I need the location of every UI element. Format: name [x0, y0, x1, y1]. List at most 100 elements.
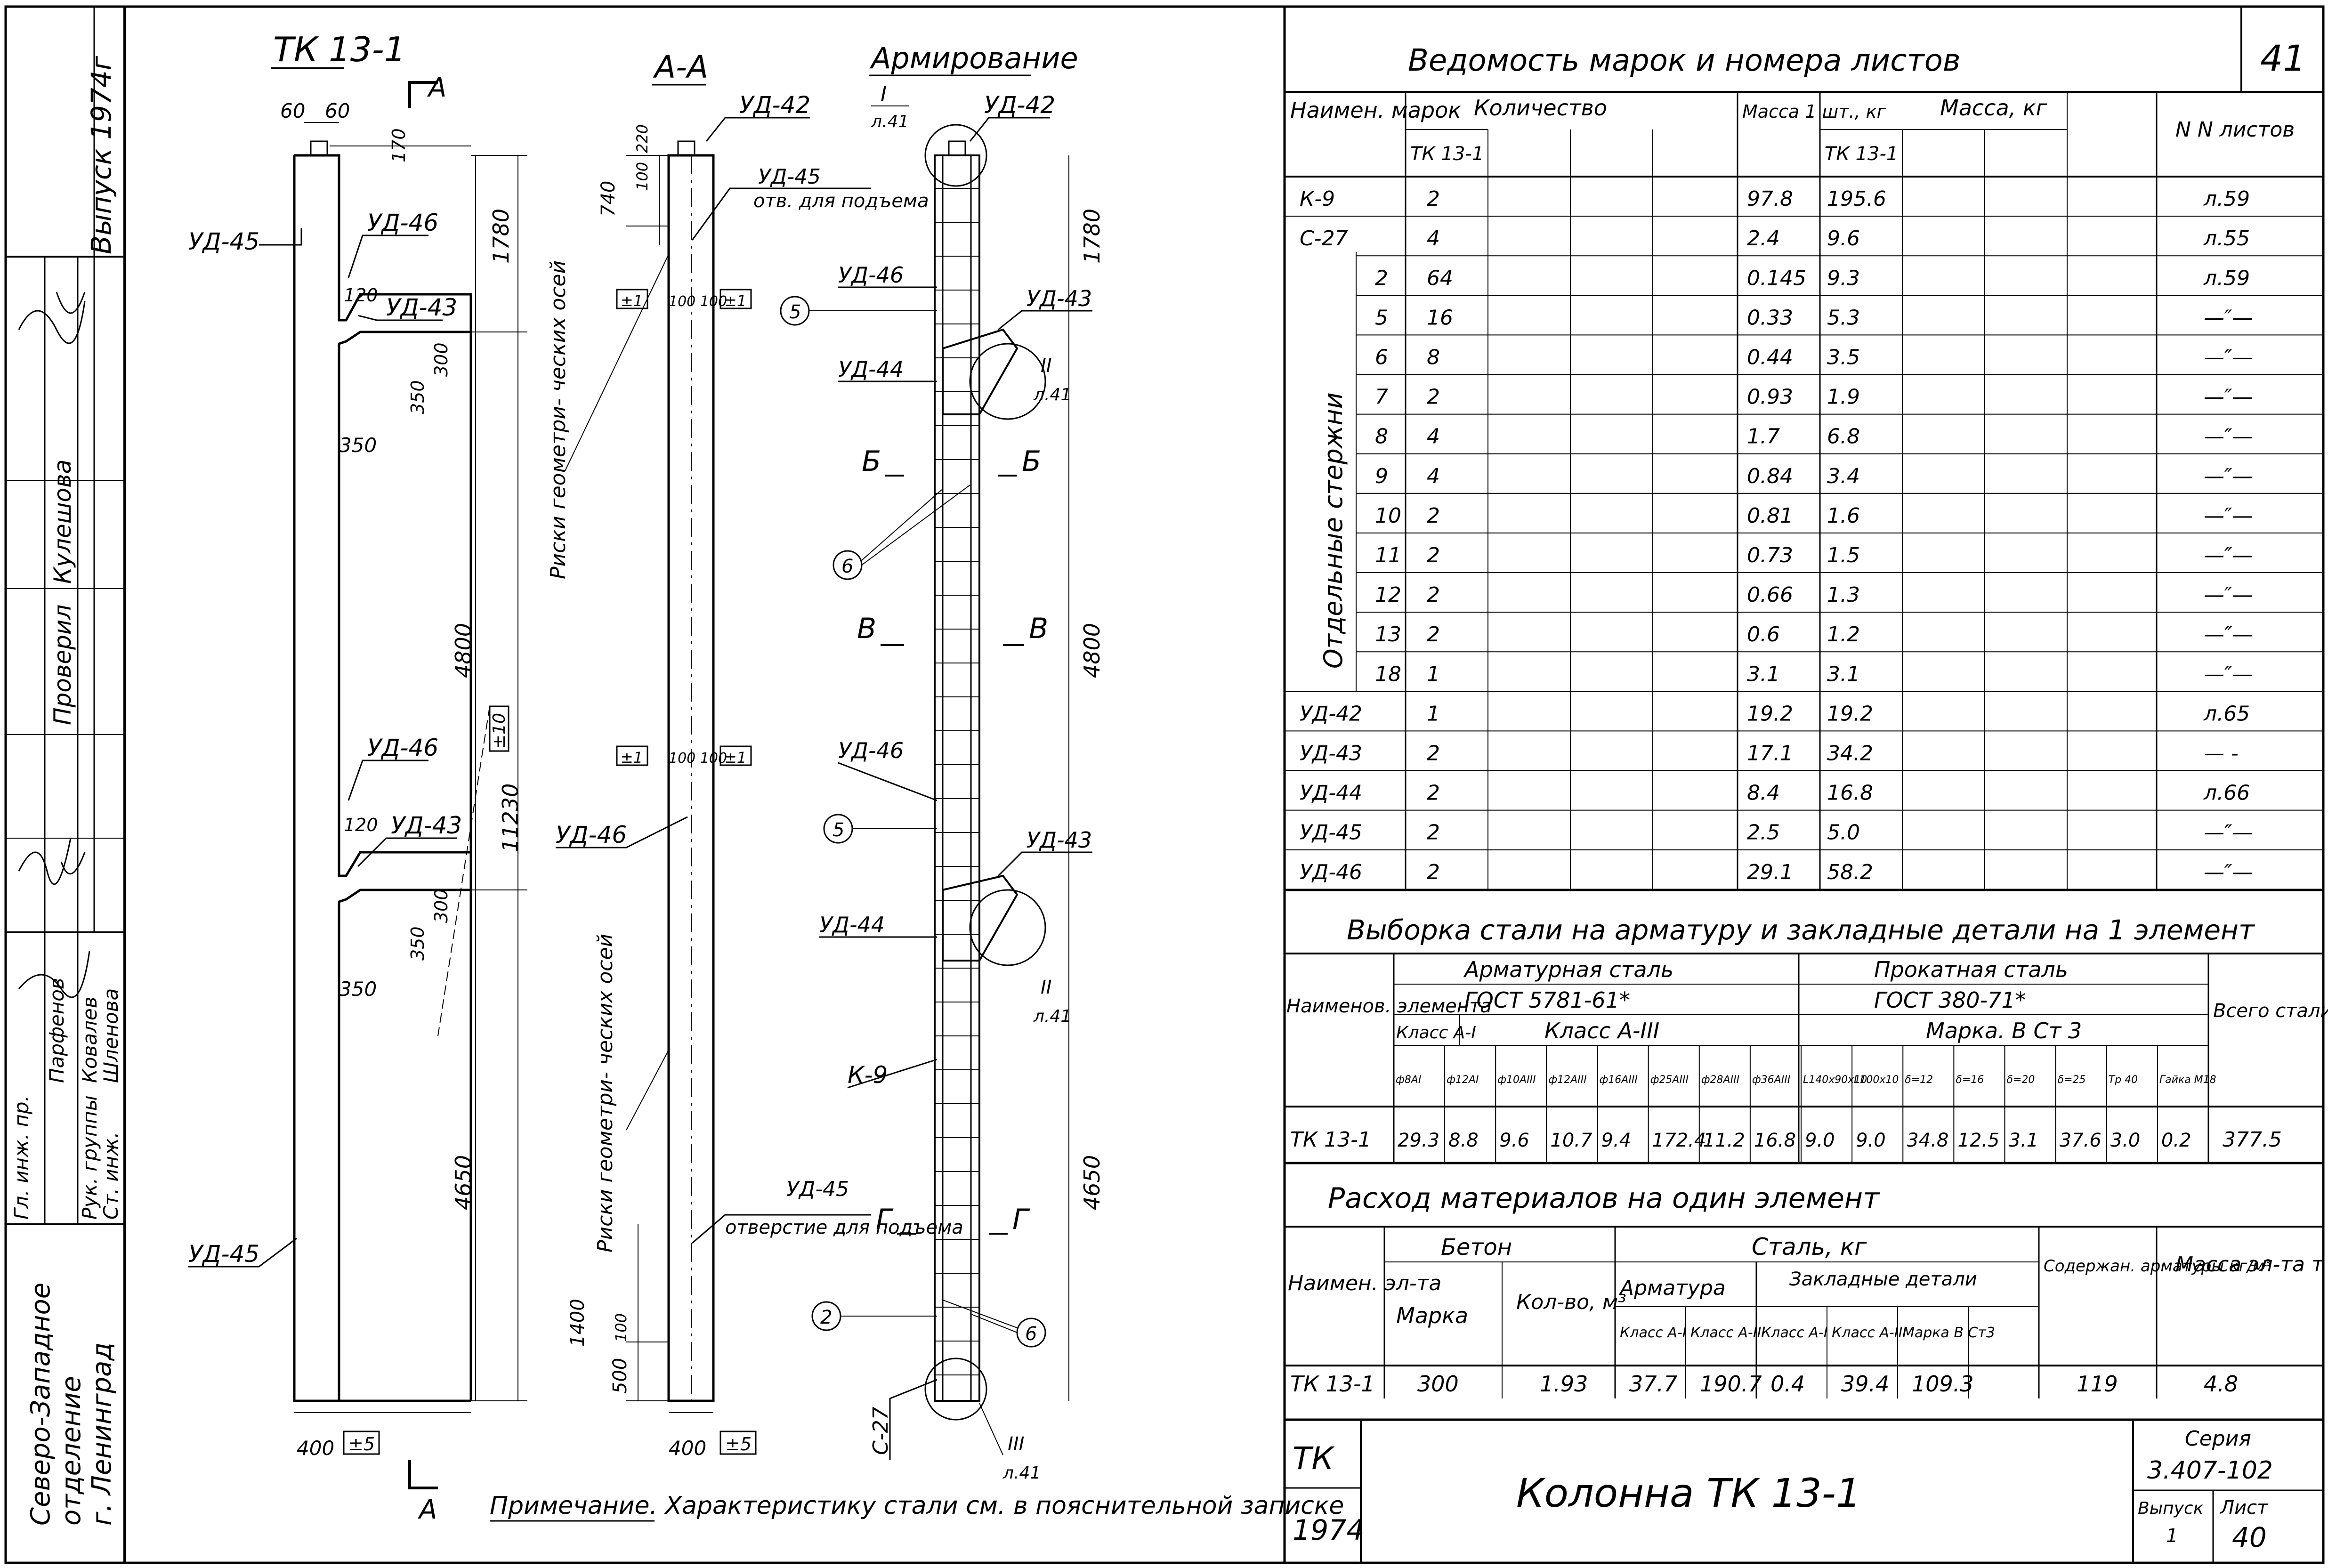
label-ud46-reinf-b: УД-46	[838, 738, 904, 763]
steel-col-value: 9.0	[1856, 1130, 1886, 1151]
row-mass1: 0.84	[1747, 464, 1793, 488]
row-mass: 1.6	[1827, 504, 1860, 528]
dim-400a: 400	[297, 1437, 334, 1460]
mat-vol: Кол-во, м³	[1516, 1290, 1626, 1314]
label-ud43-top: УД-43	[386, 294, 457, 321]
steel-col-value: 12.5	[1957, 1130, 1999, 1151]
section-title: А-А	[653, 49, 708, 85]
role-ruk-gruppy: Рук. группы	[78, 1095, 101, 1220]
name-kovalev: Ковалев	[78, 997, 101, 1083]
steel-col-header: ф25АIII	[1650, 1074, 1689, 1086]
row-mark: 2	[1375, 266, 1388, 290]
org-line1: Северо-Западное	[25, 1283, 56, 1526]
row-sheet: —″—	[2204, 306, 2253, 330]
steel-col-value: 11.2	[1703, 1130, 1745, 1151]
view-column-elevation: ТК 13-1 А А 60 60 170 1780	[188, 30, 527, 1525]
label-risk-bottom: Риски геометри- ческих осей	[593, 934, 617, 1253]
row-mark: 7	[1375, 385, 1388, 409]
dim-1780: 1780	[488, 209, 514, 264]
row-sheet: —″—	[2204, 504, 2253, 528]
dim-120a: 120	[344, 285, 378, 306]
mat-z3: Класс А-III	[1832, 1325, 1907, 1341]
dim-350c: 350	[407, 926, 428, 961]
row-mass: 1.5	[1827, 543, 1860, 567]
steel-col-header: Гайка М18	[2159, 1074, 2216, 1086]
dim-350b: 350	[339, 434, 377, 457]
name-kuleshova: Кулешова	[49, 460, 76, 584]
steel-total: Всего стали, кг	[2213, 1000, 2328, 1022]
row-qty: 2	[1427, 583, 1440, 607]
steel-col-header: ф12АI	[1447, 1074, 1479, 1086]
row-mass1: 0.6	[1747, 622, 1780, 647]
steel-rebar: Арматурная сталь	[1463, 957, 1673, 982]
dim-350a: 350	[407, 380, 428, 414]
callout-2: 2	[820, 1307, 832, 1328]
mat-row-cell: 300	[1417, 1371, 1459, 1397]
section-b-left: Б	[862, 445, 881, 478]
row-mass: 5.3	[1827, 306, 1860, 330]
row-mass: 16.8	[1827, 781, 1873, 805]
row-mass: 58.2	[1827, 860, 1873, 884]
label-ud45-top: УД-45	[188, 228, 259, 255]
issue-year: Выпуск 1974г	[85, 56, 117, 254]
dim-4800: 4800	[451, 623, 476, 678]
callout-6a: 6	[841, 556, 853, 577]
node-3-sheet: л.41	[1002, 1463, 1041, 1483]
row-mass1: 17.1	[1747, 742, 1793, 766]
tb-issue: 1	[2166, 1525, 2178, 1547]
left-stamp: Выпуск 1974г Проверил Кулешова Гл. инж. …	[6, 7, 125, 1526]
row-mark: 11	[1375, 543, 1401, 567]
callout-5b: 5	[833, 819, 844, 841]
tb-series: 3.407-102	[2147, 1456, 2273, 1485]
mat-a3: Класс А-III	[1690, 1325, 1765, 1341]
label-ud45-section: УД-45	[758, 165, 821, 189]
role-st-inzh: Ст. инж.	[99, 1132, 122, 1220]
mat-concrete: Бетон	[1441, 1234, 1512, 1261]
mat-arm: Арматура	[1618, 1276, 1726, 1300]
dim-5: ±5	[348, 1434, 375, 1455]
row-sheet: — -	[2204, 742, 2239, 766]
steel-col-value: 3.0	[2110, 1130, 2141, 1151]
section-mark-bottom: А	[418, 1495, 437, 1525]
tb-sheet-label: Лист	[2219, 1497, 2269, 1519]
steel-row-name: ТК 13-1	[1290, 1128, 1371, 1152]
mat-z1: Класс А-I	[1761, 1325, 1828, 1341]
row-qty: 2	[1427, 187, 1440, 211]
dim-100x100a: 100 100	[669, 293, 727, 310]
table-marks-title: Ведомость марок и номера листов	[1408, 43, 1961, 78]
dim-10: ±10	[490, 713, 509, 749]
steel-gost2: ГОСТ 380-71*	[1874, 987, 2026, 1013]
row-mark: 9	[1375, 464, 1388, 488]
steel-col-header: ф36АIII	[1752, 1074, 1790, 1086]
hdr-sheets: N N листов	[2175, 118, 2295, 142]
row-mark: 10	[1375, 504, 1401, 528]
mat-row-cell: 1.93	[1540, 1371, 1588, 1397]
view-reinforcement: Армирование I л.41 УД-42 1780 УД-46 5	[780, 41, 1105, 1483]
row-mass: 3.4	[1827, 464, 1860, 488]
node-2: II	[1041, 355, 1052, 377]
row-mark: 8	[1375, 425, 1388, 449]
mat-row-cell: 0.4	[1770, 1371, 1805, 1397]
row-sheet: —″—	[2204, 385, 2253, 409]
dim-4800-reinf: 4800	[1079, 623, 1105, 678]
label-ud45-bottom: УД-45	[188, 1240, 259, 1268]
steel-col-header: δ=12	[1905, 1074, 1933, 1086]
node-2b-sheet: л.41	[1033, 1007, 1071, 1026]
drawing-note: Примечание. Характеристику стали см. в п…	[490, 1492, 1344, 1520]
hdr-mass: Масса, кг	[1940, 95, 2048, 121]
row-mass1: 29.1	[1747, 860, 1793, 884]
tb-name: Колонна ТК 13-1	[1516, 1470, 1861, 1516]
row-mass1: 2.5	[1747, 821, 1780, 845]
row-mass1: 0.73	[1747, 543, 1793, 567]
row-sheet: —″—	[2204, 860, 2253, 884]
row-mark: УД-43	[1300, 742, 1362, 766]
row-mass: 3.1	[1827, 662, 1860, 686]
row-sheet: —″—	[2204, 543, 2253, 567]
tb-sheet: 40	[2232, 1521, 2267, 1553]
row-mark: УД-42	[1300, 702, 1362, 726]
dim-740: 740	[598, 181, 619, 217]
hdr-qty: Количество	[1474, 95, 1607, 121]
label-ud44-reinf: УД-44	[838, 356, 904, 382]
row-sheet: —″—	[2204, 346, 2253, 370]
node-3: III	[1008, 1433, 1024, 1455]
